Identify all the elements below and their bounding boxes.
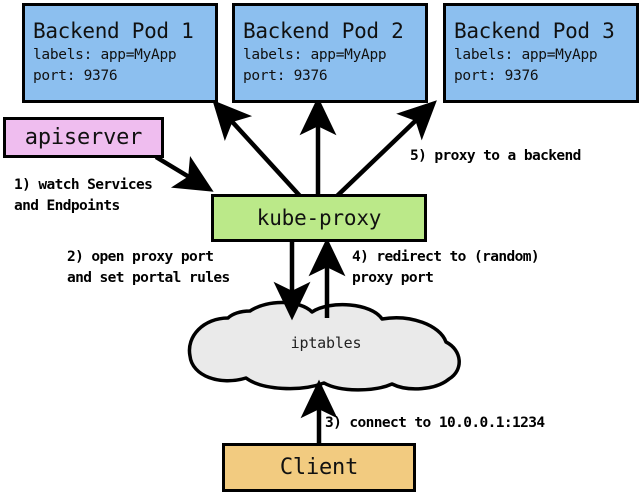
step-2-line-2: and set portal rules — [67, 270, 230, 286]
iptables-cloud — [187, 300, 461, 392]
pod-1-labels: labels: app=MyApp — [33, 46, 177, 63]
pod-2-title: Backend Pod 2 — [243, 18, 404, 43]
step-5: 5) proxy to a backend — [410, 148, 581, 164]
backend-pod-1[interactable]: Backend Pod 1 labels: app=MyApp port: 93… — [22, 3, 218, 103]
pod-2-labels: labels: app=MyApp — [243, 46, 387, 63]
pod-1-title: Backend Pod 1 — [33, 18, 194, 43]
step-4-line-1: 4) redirect to (random) — [352, 249, 540, 265]
client-label: Client — [279, 455, 359, 480]
client-node[interactable]: Client — [222, 443, 416, 492]
backend-pod-3[interactable]: Backend Pod 3 labels: app=MyApp port: 93… — [443, 3, 639, 103]
pod-3-port: port: 9376 — [454, 67, 539, 84]
apiserver-label: apiserver — [24, 125, 143, 150]
kube-proxy-node[interactable]: kube-proxy — [211, 194, 427, 242]
pod-2-port: port: 9376 — [243, 67, 328, 84]
iptables-label: iptables — [290, 334, 362, 352]
kube-proxy-label: kube-proxy — [256, 206, 382, 230]
step-1-line-1: 1) watch Services — [14, 177, 153, 193]
backend-pod-2[interactable]: Backend Pod 2 labels: app=MyApp port: 93… — [232, 3, 428, 103]
arrow-kubeproxy-to-pod3 — [335, 100, 437, 198]
step-3: 3) connect to 10.0.0.1:1234 — [325, 415, 545, 431]
pod-3-labels: labels: app=MyApp — [454, 46, 598, 63]
pod-1-port: port: 9376 — [33, 67, 118, 84]
step-1-line-2: and Endpoints — [14, 198, 120, 214]
arrow-kubeproxy-to-pod1 — [212, 100, 302, 198]
arrow-apiserver-to-kubeproxy — [154, 155, 214, 192]
pod-3-title: Backend Pod 3 — [454, 18, 615, 43]
step-4-line-2: proxy port — [352, 270, 434, 286]
apiserver-node[interactable]: apiserver — [3, 117, 164, 158]
step-2-line-1: 2) open proxy port — [67, 249, 214, 265]
